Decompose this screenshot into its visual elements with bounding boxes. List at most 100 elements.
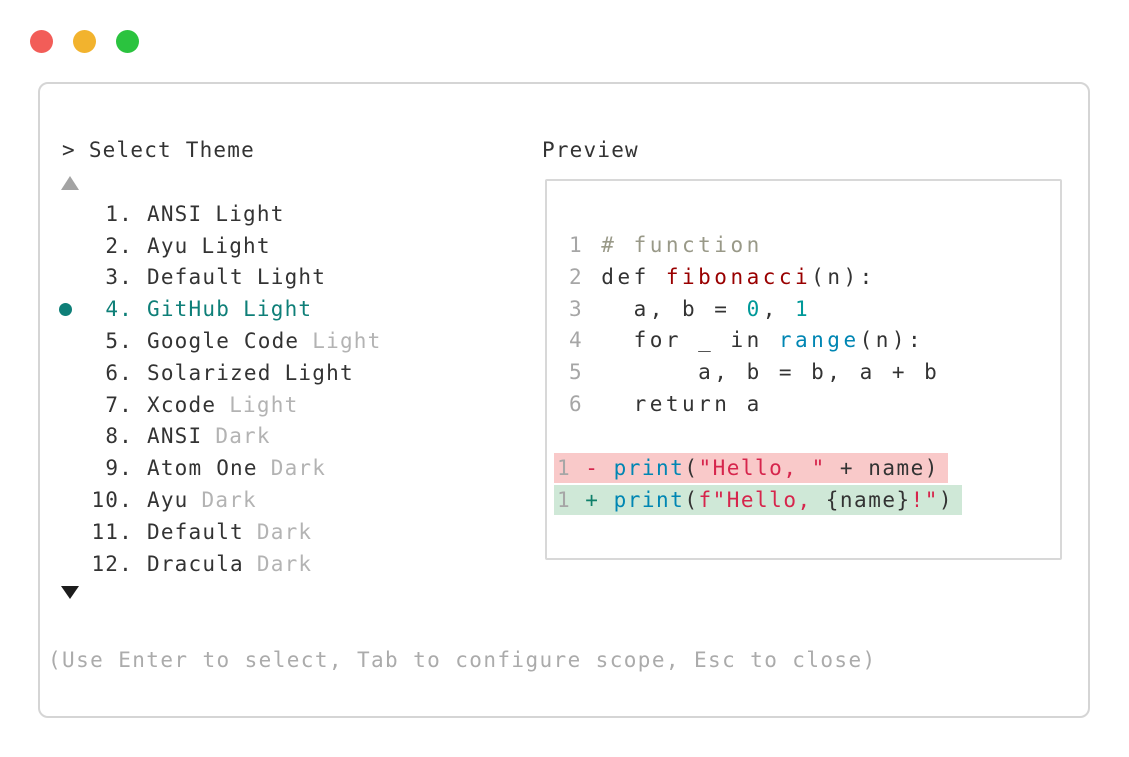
theme-list-item[interactable]: 6. Solarized Light bbox=[52, 357, 382, 389]
code-token: ( bbox=[684, 487, 699, 512]
code-token: def bbox=[601, 264, 666, 289]
theme-item-variant: Dark bbox=[215, 424, 271, 449]
code-token: return a bbox=[601, 391, 763, 416]
select-theme-prompt: > Select Theme bbox=[62, 134, 255, 166]
line-number: 2 bbox=[569, 264, 602, 289]
theme-item-variant: Light bbox=[256, 265, 327, 290]
theme-item-name: Ayu bbox=[147, 488, 189, 513]
theme-item-name: Solarized bbox=[147, 360, 272, 385]
scroll-up-icon[interactable] bbox=[61, 176, 79, 190]
theme-list-item[interactable]: 2. Ayu Light bbox=[52, 230, 382, 262]
theme-item-number: 11. bbox=[91, 519, 133, 544]
theme-item-name: Ayu bbox=[147, 233, 189, 258]
theme-item-number: 4. bbox=[105, 297, 133, 322]
code-token: {name} bbox=[825, 487, 911, 512]
code-token: fibonacci bbox=[665, 264, 812, 289]
line-number: 1 bbox=[557, 487, 586, 512]
code-token: "Hello, " bbox=[698, 455, 826, 480]
line-number: 6 bbox=[569, 391, 602, 416]
theme-list-item[interactable]: 11. Default Dark bbox=[52, 516, 382, 548]
diff-marker: + bbox=[585, 487, 614, 512]
code-token: ( bbox=[684, 455, 699, 480]
code-token: , bbox=[762, 296, 796, 321]
theme-item-variant: Dark bbox=[201, 488, 257, 513]
theme-list-item[interactable]: 5. Google Code Light bbox=[52, 325, 382, 357]
theme-item-variant: Dark bbox=[256, 551, 313, 576]
theme-item-variant: Light bbox=[215, 201, 285, 226]
prompt-label: Select Theme bbox=[88, 138, 255, 162]
theme-list-item[interactable]: 12. Dracula Dark bbox=[52, 548, 382, 580]
code-token: print bbox=[613, 455, 685, 480]
scroll-down-icon[interactable] bbox=[61, 586, 79, 599]
theme-item-number: 7. bbox=[105, 392, 133, 417]
theme-item-variant: Dark bbox=[256, 519, 313, 544]
theme-list-item[interactable]: 8. ANSI Dark bbox=[52, 421, 382, 453]
theme-item-number: 9. bbox=[105, 456, 133, 481]
theme-list-item[interactable]: 7. Xcode Light bbox=[52, 389, 382, 421]
theme-item-variant: Light bbox=[284, 360, 354, 385]
diff-addition-line: 1 + print(f"Hello, {name}!") bbox=[554, 484, 963, 515]
theme-item-number: 8. bbox=[105, 424, 133, 449]
code-line: 5 a, b = b, a + b bbox=[569, 357, 1058, 389]
code-token: f"Hello, bbox=[698, 487, 826, 512]
theme-list: 1. ANSI Light 2. Ayu Light 3. Default Li… bbox=[52, 198, 382, 580]
theme-item-name: Google Code bbox=[147, 329, 300, 354]
diff-marker: - bbox=[585, 455, 614, 480]
line-number: 4 bbox=[569, 328, 602, 353]
blank-line bbox=[569, 421, 1058, 453]
theme-picker-window: > Select Theme 1. ANSI Light 2. Ayu Light… bbox=[38, 82, 1090, 718]
code-token: (n): bbox=[811, 264, 876, 289]
line-number: 3 bbox=[569, 296, 602, 321]
code-token: print bbox=[613, 487, 685, 512]
theme-item-number: 3. bbox=[105, 265, 133, 290]
code-token: 0 bbox=[746, 296, 763, 321]
theme-item-number: 5. bbox=[105, 329, 133, 354]
theme-list-item[interactable]: 1. ANSI Light bbox=[52, 198, 382, 230]
theme-item-variant: Light bbox=[243, 297, 313, 322]
theme-item-name: Xcode bbox=[147, 392, 217, 417]
code-token: a, b = bbox=[601, 296, 747, 321]
selected-indicator bbox=[52, 302, 79, 316]
code-line: 2 def fibonacci(n): bbox=[569, 262, 1058, 294]
zoom-button[interactable] bbox=[116, 30, 139, 53]
theme-list-item[interactable]: 4. GitHub Light bbox=[52, 293, 382, 325]
theme-item-variant: Dark bbox=[270, 456, 327, 481]
code-line: 6 return a bbox=[569, 389, 1058, 421]
theme-list-item[interactable]: 9. Atom One Dark bbox=[52, 452, 382, 484]
theme-item-number: 2. bbox=[105, 233, 133, 258]
line-number: 1 bbox=[557, 455, 586, 480]
prompt-chevron-icon: > bbox=[62, 138, 76, 162]
code-token: (n): bbox=[859, 328, 925, 353]
selected-bullet-icon bbox=[59, 302, 72, 316]
code-token: + name) bbox=[825, 455, 939, 480]
theme-item-variant: Light bbox=[229, 392, 299, 417]
theme-item-name: Default bbox=[147, 265, 244, 290]
theme-item-variant: Light bbox=[312, 329, 382, 354]
theme-item-number: 6. bbox=[105, 360, 133, 385]
theme-item-name: Default bbox=[147, 519, 244, 544]
theme-item-name: Atom One bbox=[147, 456, 258, 481]
theme-item-number: 12. bbox=[91, 551, 133, 576]
code-token: 1 bbox=[795, 296, 812, 321]
code-token: ) bbox=[938, 487, 954, 512]
theme-list-item[interactable]: 3. Default Light bbox=[52, 262, 382, 294]
line-number: 1 bbox=[569, 233, 602, 257]
theme-item-number: 1. bbox=[105, 201, 133, 226]
theme-item-variant: Light bbox=[201, 233, 271, 258]
code-token: for _ in bbox=[601, 328, 779, 353]
code-token: a, b = b, a + b bbox=[601, 360, 941, 385]
theme-item-name: GitHub bbox=[147, 297, 231, 322]
theme-item-name: ANSI bbox=[147, 201, 203, 226]
code-line: 1 # function bbox=[569, 230, 1058, 262]
code-token: # function bbox=[601, 233, 763, 257]
minimize-button[interactable] bbox=[73, 30, 96, 53]
code-line: 3 a, b = 0, 1 bbox=[569, 294, 1058, 326]
theme-item-name: ANSI bbox=[147, 424, 203, 449]
window-controls bbox=[30, 30, 139, 53]
theme-item-number: 10. bbox=[91, 488, 133, 513]
theme-list-item[interactable]: 10. Ayu Dark bbox=[52, 484, 382, 516]
code-token: range bbox=[778, 328, 860, 353]
close-button[interactable] bbox=[30, 30, 53, 53]
